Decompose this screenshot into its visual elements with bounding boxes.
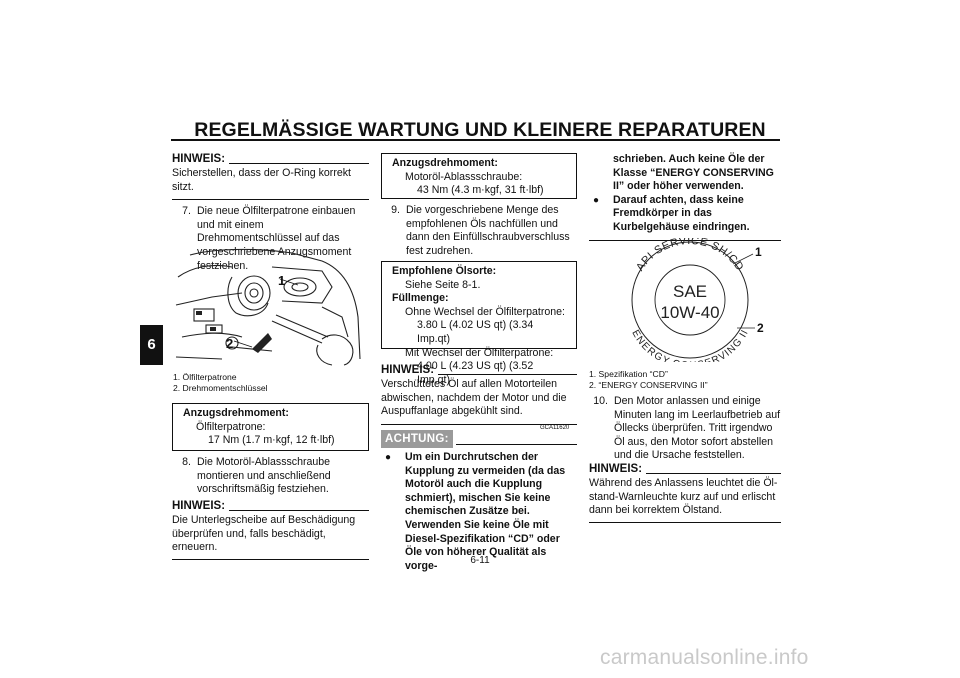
caption-1: 1. Spezifikation “CD”: [589, 369, 668, 379]
caution-bullet-1: ● Um ein Durchrutschen der Kupplung zu v…: [381, 451, 577, 573]
fill-without-filter-value: 3.80 L (4.02 US qt) (3.34 Imp.qt): [417, 319, 534, 345]
hinweis-label: HINWEIS:: [172, 153, 226, 165]
hinweis-2: HINWEIS: Die Unterlegscheibe auf Beschäd…: [172, 500, 369, 560]
figure-label-2: 2: [226, 336, 234, 351]
seal-grade-text: 10W-40: [660, 303, 719, 322]
caption-2: 2. “ENERGY CONSERVING II”: [589, 380, 708, 390]
seal-bottom-text: ENERGY CONSERVING II: [629, 328, 750, 362]
hinweis-heading: HINWEIS:: [172, 153, 369, 166]
oil-type-ref: Siehe Seite 8-1.: [405, 278, 481, 291]
svg-text:ENERGY CONSERVING II: ENERGY CONSERVING II: [629, 328, 750, 362]
figure-label-1: 1: [278, 273, 286, 288]
torque-heading: Anzugsdrehmoment:: [183, 407, 289, 419]
fill-without-filter-label: Ohne Wechsel der Ölfilterpatrone:: [405, 305, 565, 318]
oil-spec-box: Empfohlene Ölsorte: Siehe Seite 8-1. Fül…: [381, 261, 577, 386]
torque-value: 43 Nm (4.3 m·kgf, 31 ft·lbf): [417, 184, 544, 197]
bullet-icon: ●: [593, 194, 600, 206]
fill-amount-heading: Füllmenge:: [392, 292, 449, 305]
watermark: carmanualsonline.info: [600, 646, 809, 669]
caution-bullet-continued: schrieben. Auch keine Öle der Klasse “EN…: [589, 153, 781, 194]
step-text: Den Motor anlassen und einige Minuten la…: [614, 395, 781, 462]
step-10: 10. Den Motor anlassen und einige Minute…: [582, 395, 781, 463]
step-text: Die Motoröl-Ablassschraube montieren und…: [197, 456, 331, 496]
column-3: schrieben. Auch keine Öle der Klasse “EN…: [589, 153, 781, 241]
seal-captions: 1. Spezifikation “CD” 2. “ENERGY CONSERV…: [589, 369, 781, 391]
hinweis-end-rule: [172, 199, 369, 201]
hinweis-col3: HINWEIS: Während des Anlassens leuchtet …: [589, 463, 781, 523]
step-9-block: 9. Die vorgeschriebene Menge des empfohl…: [374, 204, 577, 258]
step-text: Die vorgeschriebene Menge des empfohlene…: [406, 204, 570, 257]
oil-type-heading: Empfohlene Ölsorte:: [392, 265, 497, 277]
bullet-text: Darauf achten, dass keine Fremdkörper in…: [613, 193, 750, 233]
torque-box-drain-bolt: Anzugsdrehmoment: Motoröl-Ablassschraube…: [381, 153, 577, 199]
hinweis-heading: HINWEIS:: [172, 500, 369, 513]
torque-box-oil-filter: Anzugsdrehmoment: Ölfilterpatrone: 17 Nm…: [172, 403, 369, 451]
bullet-text: schrieben. Auch keine Öle der Klasse “EN…: [613, 153, 774, 193]
bullet-icon: ●: [385, 452, 392, 463]
step-8: 8. Die Motoröl-Ablassschraube montieren …: [165, 456, 369, 497]
hinweis-text: Sicherstellen, dass der O-Ring korrekt s…: [172, 167, 351, 193]
hinweis-end-rule: [172, 558, 369, 560]
step-number: 7.: [182, 205, 191, 218]
page-number: 6-11: [470, 555, 490, 566]
api-oil-seal: API SERVICE SH/CD ENERGY CONSERVING II S…: [629, 238, 755, 362]
page-title: REGELMÄSSIGE WARTUNG UND KLEINERE REPARA…: [194, 119, 766, 141]
caution-code: GCA11620: [540, 425, 570, 431]
hinweis-text: Während des Anlassens leuchtet die Öl-st…: [589, 477, 778, 517]
step-number: 8.: [182, 456, 191, 468]
hinweis-heading: HINWEIS:: [381, 364, 577, 377]
step-number: 10.: [593, 395, 608, 407]
torque-value: 17 Nm (1.7 m·kgf, 12 ft·lbf): [208, 434, 335, 447]
seal-top-text: API SERVICE SH/CD: [634, 238, 745, 273]
hinweis-end-rule: [381, 423, 577, 425]
hinweis-text: Verschüttetes Öl auf allen Motorteilen a…: [381, 378, 567, 418]
caption-1: 1. Ölfilterpatrone: [173, 372, 237, 382]
svg-text:API SERVICE SH/CD: API SERVICE SH/CD: [634, 238, 746, 273]
step-10-block: 10. Den Motor anlassen und einige Minute…: [582, 395, 781, 463]
chapter-tab: 6: [140, 325, 163, 365]
step-9: 9. Die vorgeschriebene Menge des empfohl…: [374, 204, 577, 258]
bullet-text: Um ein Durchrutschen der Kupplung zu ver…: [405, 451, 566, 572]
caution-end-rule: [589, 239, 781, 241]
hinweis-label: HINWEIS:: [172, 500, 226, 512]
hinweis-heading: HINWEIS:: [589, 463, 781, 476]
oil-filter-illustration: [175, 248, 361, 366]
step-number: 9.: [391, 204, 400, 216]
hinweis-text: Die Unterlegscheibe auf Beschädigung übe…: [172, 514, 356, 554]
fill-with-filter-value: 4.00 L (4.23 US qt) (3.52 Imp.qt): [417, 360, 534, 386]
fill-with-filter-label: Mit Wechsel der Ölfilterpatrone:: [405, 346, 554, 359]
achtung-label: ACHTUNG:: [381, 430, 453, 448]
title-rule: [171, 139, 780, 141]
hinweis-end-rule: [589, 521, 781, 523]
hinweis-label: HINWEIS:: [381, 364, 435, 376]
torque-heading: Anzugsdrehmoment:: [392, 157, 498, 169]
column-1: HINWEIS: Sicherstellen, dass der O-Ring …: [172, 153, 369, 273]
hinweis-col2: HINWEIS: Verschüttetes Öl auf allen Moto…: [381, 364, 577, 425]
hinweis-label: HINWEIS:: [589, 463, 643, 475]
seal-label-2: 2: [757, 321, 764, 335]
caption-2: 2. Drehmomentschlüssel: [173, 383, 268, 393]
column-1-lower: 8. Die Motoröl-Ablassschraube montieren …: [165, 456, 369, 497]
achtung-block: ACHTUNG: ● Um ein Durchrutschen der Kupp…: [381, 430, 577, 573]
torque-item: Ölfilterpatrone:: [196, 420, 266, 433]
figure-captions: 1. Ölfilterpatrone 2. Drehmomentschlüsse…: [173, 372, 369, 394]
seal-sae-text: SAE: [673, 282, 707, 301]
torque-item: Motoröl-Ablassschraube:: [405, 170, 523, 183]
achtung-heading: ACHTUNG:: [381, 430, 577, 448]
seal-label-1: 1: [755, 245, 762, 259]
caution-bullet-2: ● Darauf achten, dass keine Fremdkörper …: [589, 194, 781, 235]
